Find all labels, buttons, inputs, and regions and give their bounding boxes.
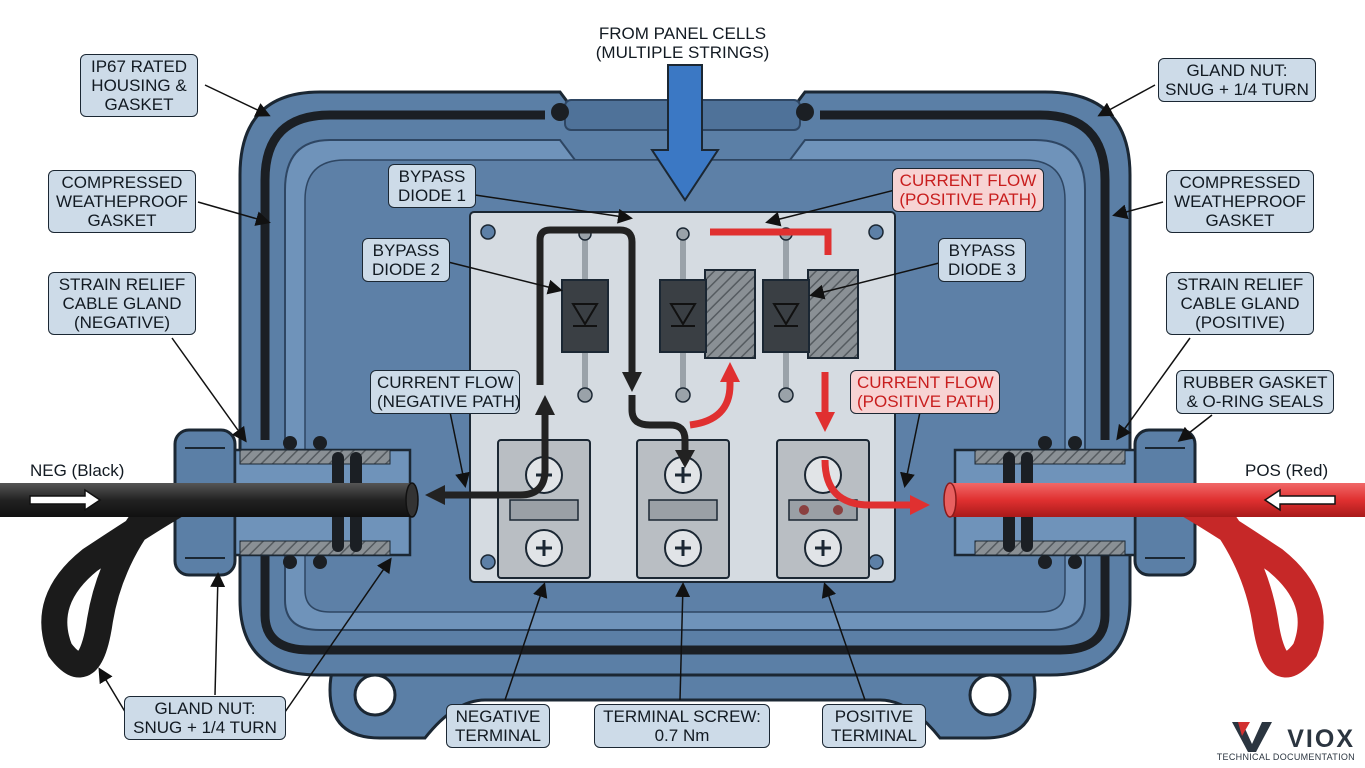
panel-input-arrow (650, 64, 720, 202)
positive-wire-label: POS (Red) (1245, 461, 1329, 480)
current-flow-positive-label: CURRENT FLOW(POSITIVE PATH) (850, 370, 1000, 414)
negative-wire-label: NEG (Black) (30, 461, 125, 480)
positive-cable (943, 482, 1365, 678)
terminal-screw-label: TERMINAL SCREW:0.7 Nm (594, 704, 770, 748)
gland-nut-left-label: GLAND NUT:SNUG + 1/4 TURN (124, 696, 286, 740)
rubber-gasket-label: RUBBER GASKET& O-RING SEALS (1176, 370, 1334, 414)
heatsink-3 (807, 269, 859, 359)
diode-icon (561, 227, 810, 403)
current-flow-negative-label: CURRENT FLOW(NEGATIVE PATH) (370, 370, 521, 414)
negative-cable (0, 482, 419, 678)
heatsink-2 (704, 269, 756, 359)
flow-arrow-icon (425, 226, 930, 515)
logo-v-icon (1232, 722, 1272, 752)
terminal-block-negative (497, 439, 591, 579)
viox-logo: VIOX TECHNICAL DOCUMENTATION (1217, 726, 1355, 762)
gland-nut-right-label: GLAND NUT:SNUG + 1/4 TURN (1158, 58, 1316, 102)
leader-lines (98, 84, 1213, 721)
logo-subtitle: TECHNICAL DOCUMENTATION (1216, 752, 1355, 762)
current-flow-positive-top-label: CURRENT FLOW(POSITIVE PATH) (892, 168, 1044, 212)
logo-brand-text: VIOX (1287, 725, 1355, 753)
terminal-block-middle (636, 439, 730, 579)
from-panel-label: FROM PANEL CELLS(MULTIPLE STRINGS) (595, 24, 770, 62)
